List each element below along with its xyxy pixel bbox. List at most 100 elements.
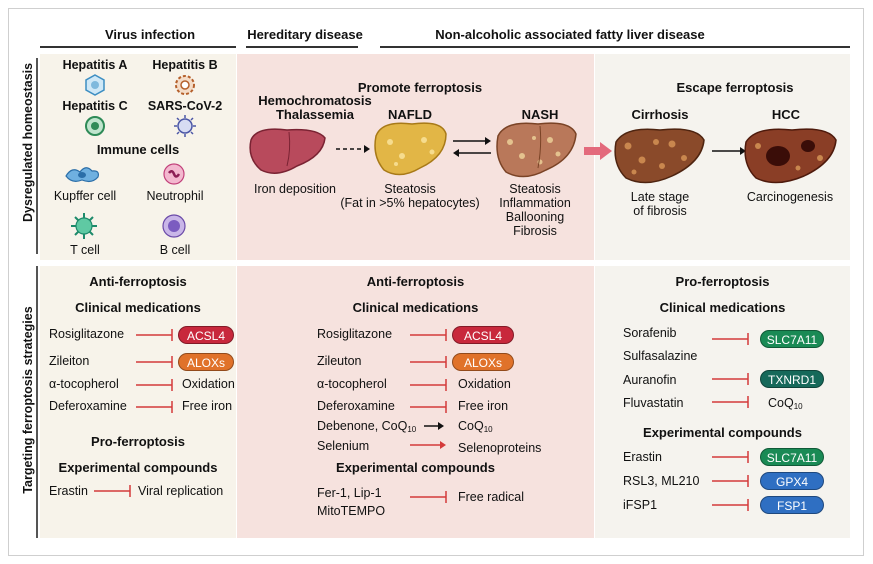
sars-cov-2-label: SARS-CoV-2 — [147, 99, 223, 113]
nash-feature-3: Ballooning — [505, 210, 565, 224]
of-fibrosis-label: of fibrosis — [633, 204, 687, 218]
neutrophil-icon — [163, 163, 185, 185]
right-exp-inhibit-arrows — [712, 451, 749, 511]
mid-target-coq10: CoQ10 — [458, 419, 493, 434]
late-stage-label: Late stage — [630, 190, 690, 204]
right-exp-target-gpx4: GPX4 — [760, 472, 824, 490]
iron-deposition-label: Iron deposition — [253, 182, 336, 196]
right-clinical-title: Clinical medications — [659, 300, 786, 315]
mid-target-coq10-text: CoQ — [458, 419, 484, 433]
right-drug-sulfasalazine: Sulfasalazine — [623, 349, 698, 363]
right-inhibit-arrows — [712, 333, 749, 408]
left-target-aloxs: ALOXs — [178, 353, 234, 371]
mid-anti-ferroptosis-title: Anti-ferroptosis — [366, 274, 465, 289]
mid-drug-debenone: Debenone, CoQ10 — [317, 419, 416, 434]
cirrhosis-label: Cirrhosis — [631, 107, 689, 122]
left-pro-ferroptosis-title: Pro-ferroptosis — [91, 434, 185, 449]
arrow-nafld-nash-bidirectional — [453, 137, 491, 157]
right-drug-fluvastatin: Fluvastatin — [623, 396, 684, 410]
hepatitis-b-icon — [175, 75, 195, 95]
carcinogenesis-label: Carcinogenesis — [746, 190, 834, 204]
mid-experimental-title: Experimental compounds — [336, 460, 495, 475]
liver-iron-icon — [249, 128, 326, 174]
mid-arrows — [410, 329, 447, 449]
mid-exp-target-free-radical: Free radical — [458, 490, 524, 504]
right-target-coq10-text: CoQ — [768, 396, 794, 410]
row-bracket-top — [36, 58, 38, 254]
left-exp-drug-erastin: Erastin — [49, 484, 88, 498]
left-drug-zileiton: Zileiton — [49, 354, 90, 368]
mid-exp-drug-mitotempo: MitoTEMPO — [317, 504, 386, 518]
right-drug-auranofin: Auranofin — [623, 373, 677, 387]
mid-drug-debenone-text: Debenone, CoQ — [317, 419, 408, 433]
thalassemia-label: Thalassemia — [275, 107, 355, 122]
b-cell-icon — [162, 214, 186, 238]
t-cell-label: T cell — [70, 243, 100, 257]
hepatitis-b-label: Hepatitis B — [152, 58, 218, 72]
hcc-label: HCC — [771, 107, 801, 122]
right-target-slc7a11: SLC7A11 — [760, 330, 824, 348]
panel-mid-bottom — [237, 266, 594, 538]
kupffer-cell-icon — [65, 167, 99, 183]
mid-target-oxidation: Oxidation — [458, 377, 511, 391]
mid-drug-selenium: Selenium — [317, 439, 370, 453]
header-nafld-underline — [380, 46, 850, 48]
header-virus-underline — [40, 46, 236, 48]
right-target-coq10: CoQ10 — [768, 396, 803, 411]
right-exp-drug-rsl3: RSL3, ML210 — [623, 474, 700, 488]
immune-cells-title: Immune cells — [96, 142, 180, 157]
left-target-acsl4: ACSL4 — [178, 326, 234, 344]
right-exp-drug-ifsp1: iFSP1 — [623, 498, 658, 512]
hepatitis-a-label: Hepatitis A — [62, 58, 128, 72]
arrow-nash-to-cirrhosis — [584, 142, 612, 160]
right-exp-target-slc7a11: SLC7A11 — [760, 448, 824, 466]
mid-drug-deferoxamine: Deferoxamine — [317, 399, 395, 413]
hepatitis-c-icon — [85, 116, 105, 136]
row-label-dysregulated: Dysregulated homeostasis — [21, 62, 35, 222]
liver-nash-icon — [496, 122, 577, 178]
left-experimental-title: Experimental compounds — [58, 460, 218, 475]
mid-drug-rosiglitazone: Rosiglitazone — [317, 327, 393, 341]
panel-left-bottom — [40, 266, 236, 538]
header-nafld-group: Non-alcoholic associated fatty liver dis… — [435, 27, 705, 42]
hepatitis-a-icon — [85, 74, 105, 96]
b-cell-label: B cell — [159, 243, 191, 257]
right-experimental-title: Experimental compounds — [643, 425, 802, 440]
t-cell-icon — [71, 213, 97, 239]
header-hereditary: Hereditary disease — [247, 27, 363, 42]
nash-feature-2: Inflammation — [499, 196, 571, 210]
row-label-targeting: Targeting ferroptosis strategies — [21, 306, 35, 494]
mid-target-free-iron: Free iron — [458, 399, 509, 413]
arrow-cirrhosis-to-hcc — [712, 147, 746, 155]
left-exp-target-viral: Viral replication — [138, 484, 224, 498]
row-bracket-bottom — [36, 266, 38, 538]
liver-cirrhosis-icon — [614, 128, 705, 184]
left-exp-inhibit-arrow — [94, 485, 131, 497]
nash-feature-4: Fibrosis — [513, 224, 557, 238]
mid-target-acsl4: ACSL4 — [452, 326, 514, 344]
nafld-label: NAFLD — [387, 107, 433, 122]
hepatitis-c-label: Hepatitis C — [62, 99, 128, 113]
header-virus-infection: Virus infection — [104, 27, 196, 42]
nash-feature-1: Steatosis — [509, 182, 561, 196]
arrow-iron-to-nafld — [336, 145, 370, 153]
left-clinical-title: Clinical medications — [75, 300, 201, 315]
panel-virus — [40, 54, 236, 260]
right-exp-target-fsp1: FSP1 — [760, 496, 824, 514]
mid-drug-tocopherol: α-tocopherol — [317, 377, 387, 391]
right-pro-ferroptosis-title: Pro-ferroptosis — [675, 274, 770, 289]
mid-target-aloxs: ALOXs — [452, 353, 514, 371]
mid-target-coq10-sub: 10 — [483, 425, 493, 434]
promote-ferroptosis-title: Promote ferroptosis — [357, 80, 483, 95]
header-hereditary-underline — [246, 46, 358, 48]
escape-ferroptosis-title: Escape ferroptosis — [676, 80, 794, 95]
left-drug-deferoxamine: Deferoxamine — [49, 399, 127, 413]
figure-frame — [8, 8, 864, 556]
right-exp-drug-erastin: Erastin — [623, 450, 662, 464]
liver-hcc-icon — [744, 128, 837, 184]
right-target-txnrd1: TXNRD1 — [760, 370, 824, 388]
liver-nafld-icon — [374, 122, 447, 176]
left-target-oxidation: Oxidation — [182, 377, 235, 391]
right-drug-sorafenib: Sorafenib — [623, 326, 677, 340]
steatosis-subtext: (Fat in >5% hepatocytes) — [340, 196, 480, 210]
